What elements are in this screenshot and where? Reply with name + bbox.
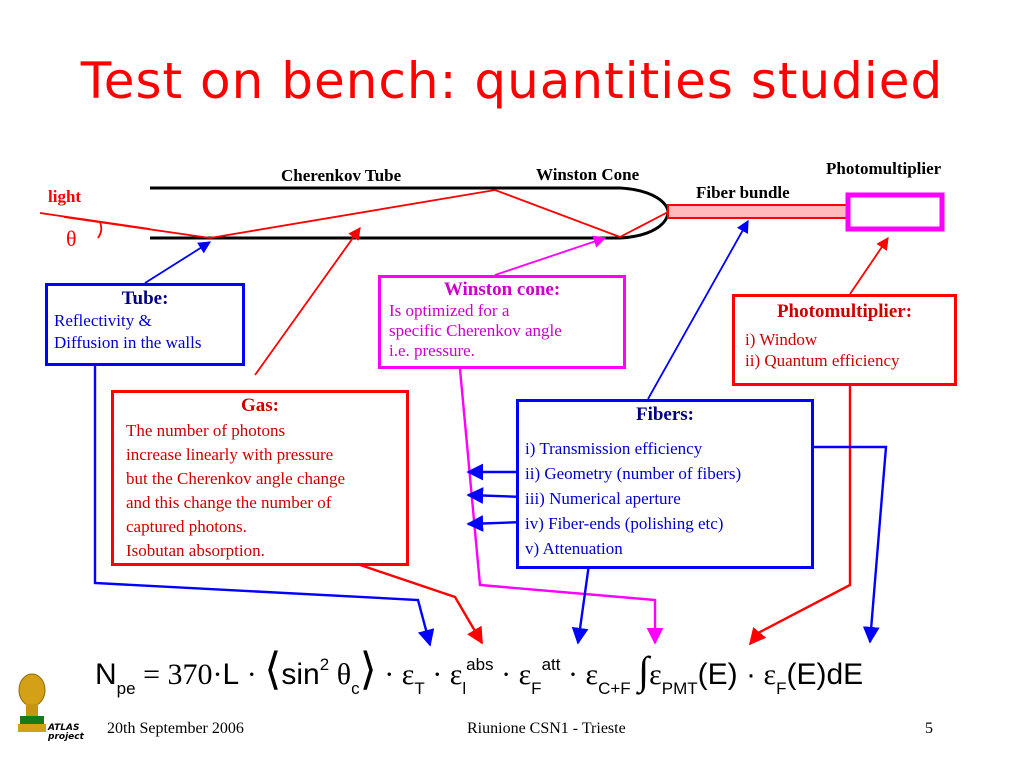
formula-dot: · xyxy=(501,658,512,691)
label-light: light xyxy=(48,187,81,206)
formula-eps-f-sup: att xyxy=(541,655,561,674)
formula-eps-t: ε xyxy=(401,658,415,691)
theta-arc xyxy=(97,221,103,239)
footer-center: Riunione CSN1 - Trieste xyxy=(467,720,626,737)
gas-arrow xyxy=(254,226,361,376)
label-theta: θ xyxy=(66,226,77,251)
formula-dot: · xyxy=(246,658,257,691)
formula-eps-t-sub: T xyxy=(414,679,425,698)
pmt-to-formula xyxy=(748,386,852,646)
light-ray-in xyxy=(39,212,151,230)
pmt-heading: Photomultiplier: xyxy=(776,301,913,322)
slide-title: Test on bench: quantities studied xyxy=(80,52,944,110)
fibers-line: ii) Geometry (number of fibers) xyxy=(525,464,742,483)
formula-L: L xyxy=(222,658,240,691)
fiberends-arrow xyxy=(466,515,525,532)
formula-eps-pmt-sub: PMT xyxy=(661,679,698,698)
gas-box: Gas: The number of photons increase line… xyxy=(111,390,409,566)
fibers-line: iv) Fiber-ends (polishing etc) xyxy=(525,514,724,533)
tube-box: Tube: Reflectivity & Diffusion in the wa… xyxy=(45,283,245,366)
formula-dot: · xyxy=(567,658,578,691)
fibers-line: i) Transmission efficiency xyxy=(525,439,703,458)
gas-line: increase linearly with pressure xyxy=(126,445,334,464)
formula-langle: ⟨ xyxy=(264,645,282,694)
label-fiber-bundle: Fiber bundle xyxy=(696,183,790,202)
tube-heading: Tube: xyxy=(121,288,169,309)
formula-eps-cf: ε xyxy=(585,658,599,691)
formula-e2: (E)dE xyxy=(786,658,864,691)
label-photomultiplier: Photomultiplier xyxy=(826,159,942,178)
formula-eps-f: ε xyxy=(518,658,532,691)
formula-theta: θ xyxy=(336,658,352,691)
tube-to-formula xyxy=(93,366,435,647)
page-number: 5 xyxy=(925,720,933,737)
formula-dot: · xyxy=(384,658,395,691)
formula-eps-f2-sub: F xyxy=(776,679,787,698)
fibers-arrow xyxy=(647,219,749,400)
fibers-box: Fibers: i) Transmission efficiency ii) G… xyxy=(516,399,814,569)
photomultiplier-rect xyxy=(845,192,945,232)
label-winston-cone: Winston Cone xyxy=(536,165,640,184)
formula-sin-sup: 2 xyxy=(319,655,330,674)
pmt-arrow xyxy=(849,236,889,295)
fiber-bundle xyxy=(667,204,849,219)
pmt-line: ii) Quantum efficiency xyxy=(745,351,900,370)
formula-eps-l-sup: abs xyxy=(466,655,494,674)
formula-eps-l: ε xyxy=(449,658,463,691)
atlas-logo-text: ATLAS project xyxy=(48,723,84,742)
formula-eps-pmt: ε xyxy=(649,658,662,691)
formula-theta-sub: c xyxy=(351,679,360,698)
formula-e1: (E) · xyxy=(697,658,756,691)
formula-rangle: ⟩ xyxy=(359,645,377,694)
winston-line: Is optimized for a xyxy=(389,301,510,320)
footer-date: 20th September 2006 xyxy=(107,720,244,737)
label-cherenkov-tube: Cherenkov Tube xyxy=(281,166,402,185)
formula-eps-l-sub: l xyxy=(462,679,467,698)
gas-line: captured photons. xyxy=(126,517,247,536)
tube-line: Diffusion in the walls xyxy=(54,333,202,352)
pmt-line: i) Window xyxy=(745,330,818,349)
fibers-line: iii) Numerical aperture xyxy=(525,489,681,508)
photoelectron-formula: Npe = 370·L · ⟨sin2 θc⟩ · εT · εlabs · ε… xyxy=(95,644,864,698)
atlas-cup-logo xyxy=(18,673,46,732)
formula-eps-cf-sub: C+F xyxy=(598,679,631,698)
formula-eq-const: = 370· xyxy=(143,658,223,691)
attenuation-to-formula xyxy=(571,556,592,645)
winston-cone-box: Winston cone: Is optimized for a specifi… xyxy=(378,275,626,369)
gas-line: Isobutan absorption. xyxy=(126,541,265,560)
formula-n: N xyxy=(95,658,117,691)
light-ray xyxy=(63,189,669,239)
gas-heading: Gas: xyxy=(241,395,279,416)
aperture-arrow xyxy=(466,487,525,504)
tube-top-wall xyxy=(150,186,670,213)
fibers-line: v) Attenuation xyxy=(525,539,623,558)
gas-line: The number of photons xyxy=(126,421,286,440)
formula-eps-f2: ε xyxy=(763,658,777,691)
gas-line: and this change the number of xyxy=(126,493,332,512)
formula-dot: · xyxy=(432,658,443,691)
formula-integral: ∫ xyxy=(638,648,650,693)
gas-line: but the Cherenkov angle change xyxy=(126,469,346,488)
fibers-heading: Fibers: xyxy=(635,404,695,425)
photomultiplier-box: Photomultiplier: i) Window ii) Quantum e… xyxy=(732,294,957,386)
formula-n-sub: pe xyxy=(116,679,136,698)
winston-heading: Winston cone: xyxy=(443,279,561,300)
winston-line: specific Cherenkov angle xyxy=(389,321,562,340)
winston-line: i.e. pressure. xyxy=(389,341,475,360)
tube-arrow xyxy=(144,241,212,284)
tube-line: Reflectivity & xyxy=(54,311,152,330)
formula-sin: sin xyxy=(281,658,320,691)
winston-arrow xyxy=(494,235,607,276)
formula-eps-f-sub: F xyxy=(531,679,542,698)
